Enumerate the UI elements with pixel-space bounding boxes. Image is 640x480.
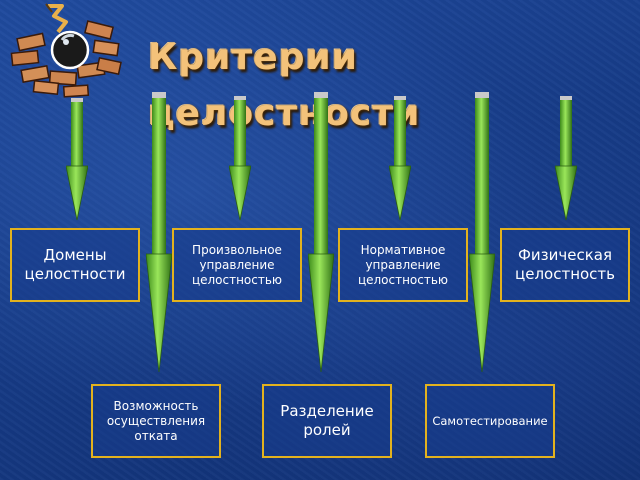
criterion-box-self-testing: Самотестирование [425, 384, 555, 458]
criterion-label: Разделение ролей [280, 402, 374, 439]
arrow-down-icon [389, 96, 411, 222]
brick-wall-wrecking-ball-icon [4, 2, 124, 98]
slide-title: Критерии целостности [148, 37, 421, 134]
criterion-label: Домены целостности [24, 246, 126, 283]
criterion-box-mandatory-integrity: Нормативное управление целостностью [338, 228, 468, 302]
criterion-box-physical-integrity: Физическая целостность [500, 228, 630, 302]
arrow-down-icon [555, 96, 577, 222]
criterion-label: Самотестирование [432, 413, 548, 428]
criterion-label: Произвольное управление целостностью [191, 242, 283, 287]
criterion-box-integrity-domains: Домены целостности [10, 228, 140, 302]
arrow-down-icon [308, 92, 334, 374]
arrow-down-icon [469, 92, 495, 374]
criterion-box-discretionary-integrity: Произвольное управление целостностью [172, 228, 302, 302]
arrow-down-icon [146, 92, 172, 374]
arrow-down-icon [66, 98, 88, 222]
criterion-label: Нормативное управление целостностью [357, 242, 449, 287]
criterion-box-rollback: Возможность осуществления отката [91, 384, 221, 458]
arrow-down-icon [229, 96, 251, 222]
criterion-box-role-separation: Разделение ролей [262, 384, 392, 458]
criterion-label: Возможность осуществления отката [106, 398, 206, 443]
criterion-label: Физическая целостность [515, 246, 615, 283]
